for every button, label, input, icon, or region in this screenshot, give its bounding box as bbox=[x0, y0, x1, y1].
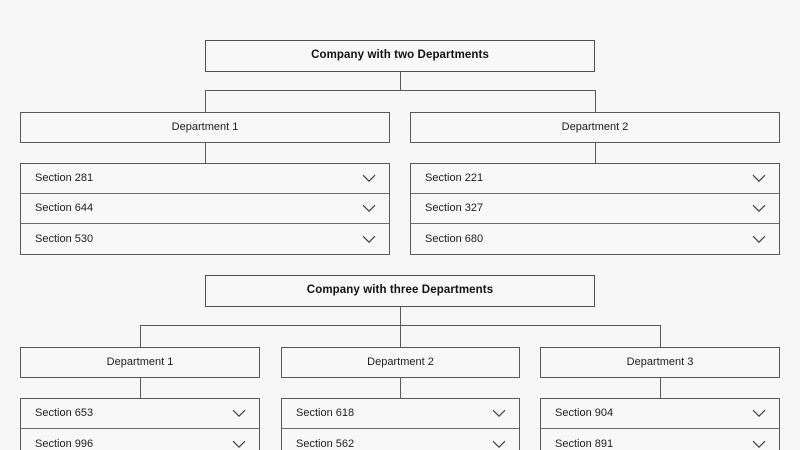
chevron-down-icon[interactable] bbox=[232, 409, 246, 418]
connector-drop bbox=[205, 90, 206, 112]
connector-department-to-sections bbox=[660, 378, 661, 398]
chevron-down-icon[interactable] bbox=[752, 409, 766, 418]
department-node-1[interactable]: Department 1 bbox=[20, 347, 260, 378]
chevron-down-icon[interactable] bbox=[752, 174, 766, 183]
connector-department-to-sections bbox=[595, 143, 596, 163]
section-label: Section 653 bbox=[35, 407, 94, 419]
root-node-label: Company with three Departments bbox=[306, 284, 494, 297]
chevron-down-icon[interactable] bbox=[752, 440, 766, 449]
connector-drop bbox=[660, 325, 661, 347]
section-row[interactable]: Section 327 bbox=[411, 194, 779, 224]
department-node-1[interactable]: Department 1 bbox=[20, 112, 390, 143]
section-row[interactable]: Section 904 bbox=[541, 399, 779, 429]
chevron-down-icon[interactable] bbox=[492, 409, 506, 418]
section-label: Section 618 bbox=[296, 407, 355, 419]
section-list-department-1: Section 281 Section 644 Section 530 bbox=[20, 163, 390, 255]
section-label: Section 996 bbox=[35, 437, 94, 450]
root-node-company-three[interactable]: Company with three Departments bbox=[205, 275, 595, 307]
section-row[interactable]: Section 618 bbox=[282, 399, 519, 429]
chevron-down-icon[interactable] bbox=[232, 440, 246, 449]
section-label: Section 530 bbox=[35, 232, 94, 245]
section-list-department-1: Section 653 Section 996 bbox=[20, 398, 260, 450]
section-label: Section 327 bbox=[425, 202, 484, 214]
chevron-down-icon[interactable] bbox=[752, 235, 766, 244]
section-label: Section 562 bbox=[296, 437, 355, 450]
section-label: Section 891 bbox=[555, 437, 614, 450]
section-row[interactable]: Section 644 bbox=[21, 194, 389, 224]
chevron-down-icon[interactable] bbox=[752, 204, 766, 213]
connector-drop bbox=[140, 325, 141, 347]
connector-department-to-sections bbox=[205, 143, 206, 163]
section-label: Section 281 bbox=[35, 172, 94, 184]
department-node-2[interactable]: Department 2 bbox=[410, 112, 780, 143]
chevron-down-icon[interactable] bbox=[362, 174, 376, 183]
connector-bar bbox=[205, 90, 596, 91]
section-row[interactable]: Section 996 bbox=[21, 429, 259, 450]
section-list-department-2: Section 618 Section 562 bbox=[281, 398, 520, 450]
section-row[interactable]: Section 653 bbox=[21, 399, 259, 429]
section-row[interactable]: Section 281 bbox=[21, 164, 389, 194]
section-row[interactable]: Section 221 bbox=[411, 164, 779, 194]
section-label: Section 904 bbox=[555, 407, 614, 419]
section-list-department-2: Section 221 Section 327 Section 680 bbox=[410, 163, 780, 255]
connector-drop bbox=[595, 90, 596, 112]
root-node-label: Company with two Departments bbox=[311, 49, 489, 62]
section-label: Section 680 bbox=[425, 232, 484, 245]
department-node-2[interactable]: Department 2 bbox=[281, 347, 520, 378]
section-list-department-3: Section 904 Section 891 bbox=[540, 398, 780, 450]
department-node-label: Department 1 bbox=[171, 121, 239, 133]
connector-trunk bbox=[400, 307, 401, 326]
connector-department-to-sections bbox=[140, 378, 141, 398]
section-label: Section 221 bbox=[425, 172, 484, 184]
connector-trunk bbox=[400, 72, 401, 91]
chevron-down-icon[interactable] bbox=[492, 440, 506, 449]
chevron-down-icon[interactable] bbox=[362, 204, 376, 213]
department-node-label: Department 3 bbox=[626, 356, 694, 368]
section-row[interactable]: Section 680 bbox=[411, 224, 779, 254]
section-row[interactable]: Section 891 bbox=[541, 429, 779, 450]
connector-department-to-sections bbox=[400, 378, 401, 398]
section-label: Section 644 bbox=[35, 202, 94, 214]
department-node-label: Department 2 bbox=[367, 356, 434, 368]
section-row[interactable]: Section 562 bbox=[282, 429, 519, 450]
department-node-label: Department 1 bbox=[106, 356, 174, 368]
root-node-company-two[interactable]: Company with two Departments bbox=[205, 40, 595, 72]
section-row[interactable]: Section 530 bbox=[21, 224, 389, 254]
department-node-label: Department 2 bbox=[561, 121, 629, 133]
chevron-down-icon[interactable] bbox=[362, 235, 376, 244]
department-node-3[interactable]: Department 3 bbox=[540, 347, 780, 378]
connector-drop bbox=[400, 325, 401, 347]
